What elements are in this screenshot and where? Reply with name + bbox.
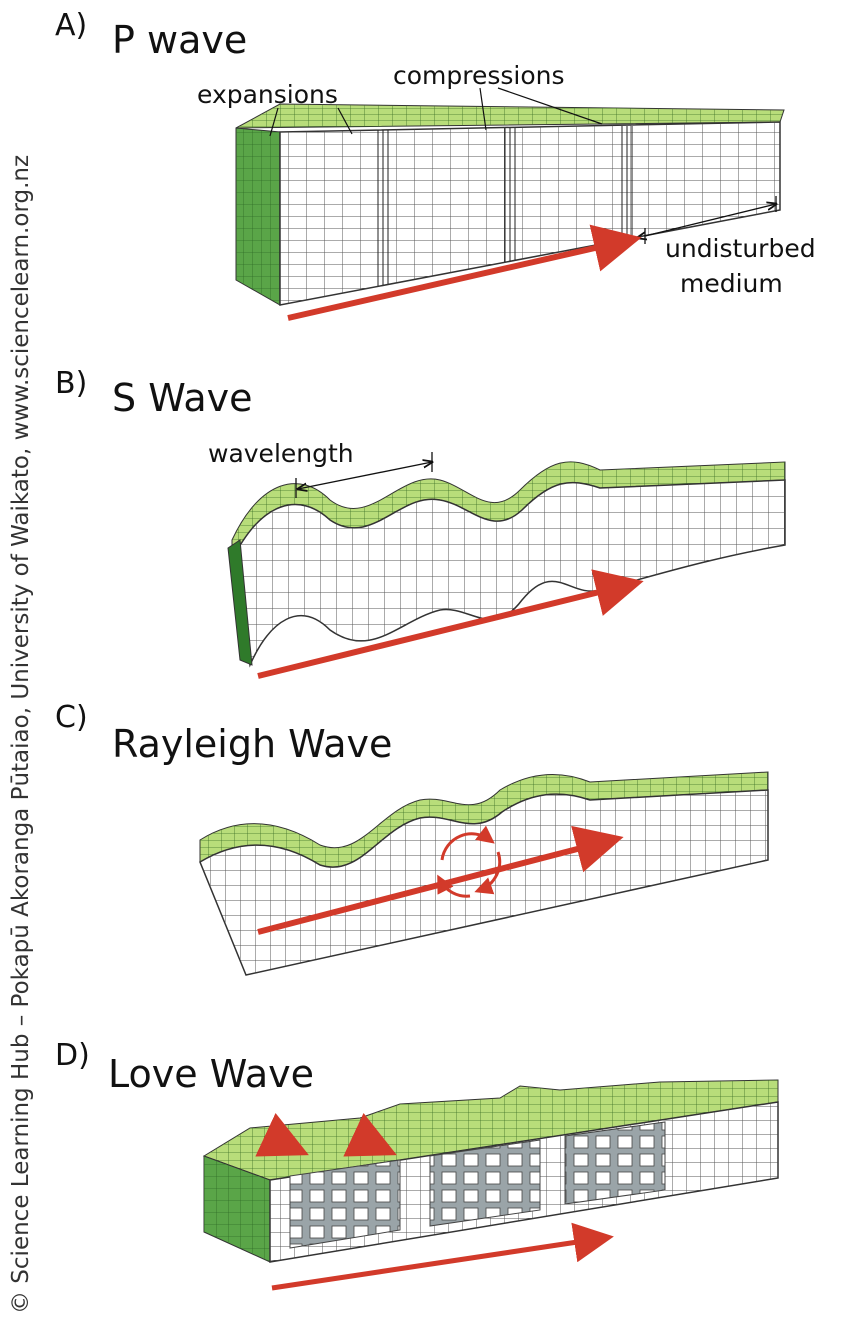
p-wave-diagram: expansions compressions undisturbed medi… bbox=[197, 61, 816, 321]
shear-arrow bbox=[255, 1113, 309, 1157]
label-compressions: compressions bbox=[393, 61, 565, 90]
label-wavelength: wavelength bbox=[208, 439, 354, 468]
panel-title: Rayleigh Wave bbox=[112, 722, 393, 766]
propagation-arrow bbox=[287, 224, 642, 321]
label-medium: medium bbox=[680, 269, 783, 298]
shear-arrow bbox=[343, 1113, 397, 1157]
panel-title: S Wave bbox=[112, 376, 253, 420]
panel-letter: D) bbox=[55, 1038, 90, 1073]
particle-orbit bbox=[437, 825, 502, 898]
label-undisturbed: undisturbed bbox=[665, 234, 816, 263]
propagation-arrow bbox=[271, 1222, 614, 1291]
label-expansions: expansions bbox=[197, 80, 338, 109]
panel-letter: B) bbox=[55, 366, 88, 401]
panel-letter: C) bbox=[55, 700, 88, 735]
panel-letter: A) bbox=[55, 8, 88, 43]
panel-title: Love Wave bbox=[108, 1052, 314, 1096]
propagation-arrow bbox=[257, 825, 624, 935]
propagation-arrow bbox=[257, 569, 644, 679]
panel-title: P wave bbox=[112, 18, 248, 62]
